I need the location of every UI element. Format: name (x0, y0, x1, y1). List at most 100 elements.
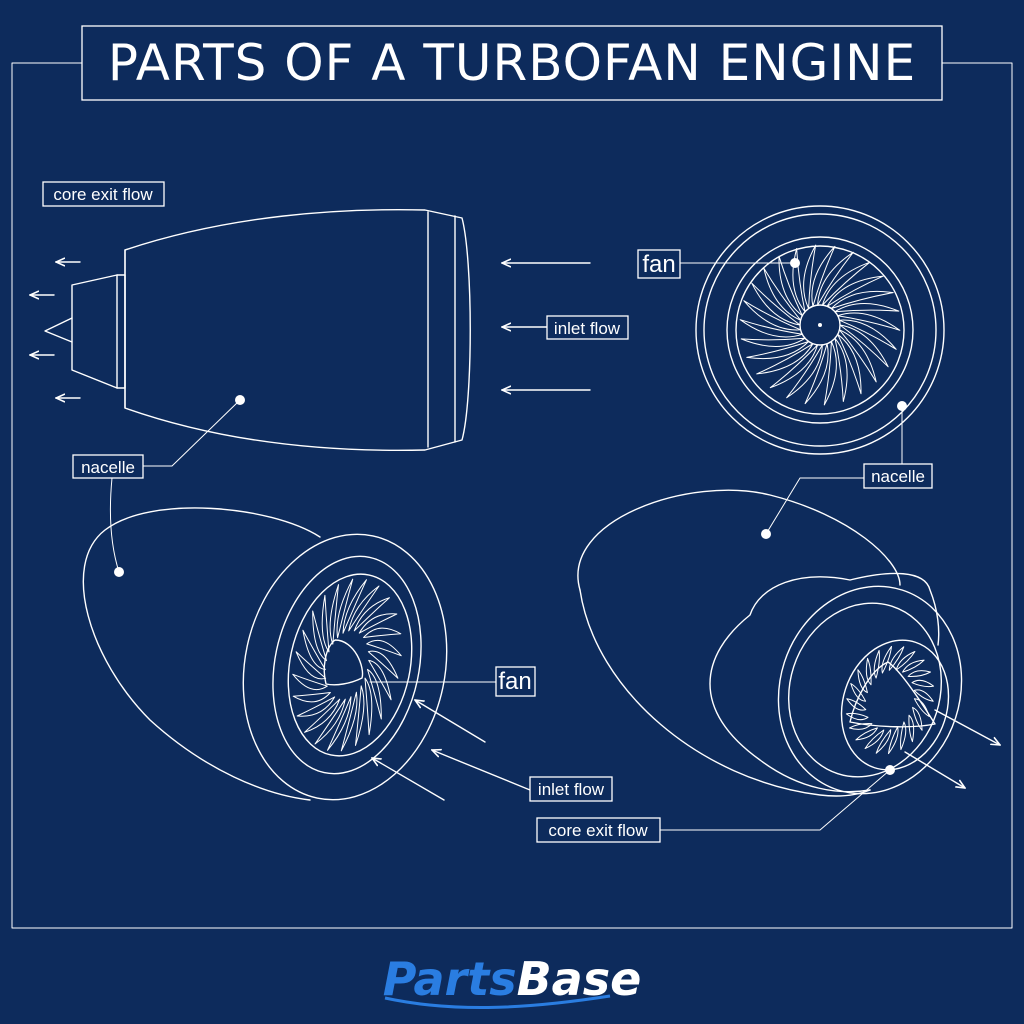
fan-blade (295, 651, 327, 680)
turbine-blade (873, 649, 880, 679)
fan-blade (769, 344, 819, 389)
label-perspective-inlet: inlet flow (529, 776, 613, 802)
turbine-blade (888, 726, 899, 755)
label-front-fan: fan (637, 249, 800, 279)
logo-swoosh-icon (384, 994, 611, 1010)
fan-blade (830, 290, 894, 309)
svg-text:nacelle: nacelle (81, 458, 135, 477)
turbine-blade (864, 729, 885, 749)
svg-text:inlet flow: inlet flow (538, 780, 605, 799)
front-fan-blades (739, 244, 901, 406)
fan-blade (838, 319, 897, 350)
turbine-blade (895, 651, 916, 671)
svg-text:fan: fan (642, 251, 675, 278)
fan-blade (367, 668, 382, 720)
fan-blade (342, 579, 367, 634)
turbine-blade (912, 706, 923, 731)
fan-blade (366, 639, 402, 657)
label-front-nacelle: nacelle (863, 401, 933, 489)
fan-blade (367, 650, 399, 679)
fan-blade (837, 312, 901, 331)
fan-blade (321, 594, 330, 653)
fan-blade (837, 333, 862, 395)
side-exit-arrows (30, 262, 81, 398)
turbine-blade (845, 712, 869, 721)
fan-blade (292, 673, 328, 691)
fan-blade (312, 610, 327, 662)
rear-view-engine (577, 489, 963, 797)
turbine-blade (888, 646, 905, 671)
page-title: PARTS OF A TURBOFAN ENGINE (108, 34, 916, 92)
fan-blade (348, 585, 380, 632)
fan-blade (302, 629, 326, 671)
fan-blade (364, 677, 373, 736)
rear-exit-arrows (904, 709, 1000, 788)
svg-text:inlet flow: inlet flow (554, 319, 621, 338)
fan-blade (368, 659, 392, 701)
fan-blade (778, 255, 803, 317)
blueprint-frame (11, 62, 1013, 929)
fan-blade (826, 275, 884, 307)
side-inlet-arrows (502, 263, 591, 390)
turbine-blade (913, 689, 934, 702)
fan-blade (296, 696, 336, 717)
turbine-blade (911, 679, 935, 688)
svg-text:fan: fan (498, 668, 531, 695)
label-rear-core-exit: core exit flow (536, 765, 895, 843)
turbine-blade (900, 721, 907, 751)
turbine-blade (881, 645, 892, 674)
svg-text:nacelle: nacelle (871, 467, 925, 486)
turbine-blade (855, 727, 878, 741)
fan-blade (751, 282, 801, 326)
fan-blade (314, 698, 346, 745)
turbine-blade (913, 698, 930, 717)
label-side-nacelle: nacelle (72, 395, 245, 479)
turbine-blade (846, 698, 867, 711)
fan-blade (363, 627, 402, 638)
turbine-blade (875, 729, 892, 754)
label-perspective-fan: fan (369, 666, 536, 697)
turbine-blade (850, 683, 867, 702)
fan-blade (834, 337, 848, 402)
fan-blade (336, 578, 354, 639)
fan-blade (804, 343, 829, 405)
fan-blade (327, 696, 352, 751)
fan-blade (329, 584, 339, 645)
turbine-blade (907, 670, 931, 677)
partsbase-logo: PartsBase (383, 952, 642, 1010)
fan-blade (811, 245, 836, 307)
side-view-engine (44, 208, 471, 452)
fan-blade (292, 692, 331, 703)
svg-text:core exit flow: core exit flow (53, 185, 153, 204)
perspective-fan-blades (292, 578, 402, 752)
perspective-front-engine (82, 507, 448, 801)
turbine-blade (908, 714, 915, 743)
fan-blade (838, 329, 877, 383)
front-view-engine (695, 205, 945, 455)
fan-blade (358, 613, 398, 634)
fan-blade (746, 341, 810, 360)
fan-blade (353, 597, 390, 632)
fan-blade (740, 337, 806, 347)
svg-text:core exit flow: core exit flow (548, 821, 648, 840)
fan-blade (792, 248, 806, 313)
turbine-blade (902, 659, 925, 673)
fan-blade (743, 300, 802, 331)
fan-blade (839, 324, 889, 368)
fan-blade (817, 251, 854, 306)
label-side-core-exit: core exit flow (42, 181, 165, 207)
fan-blade (834, 303, 900, 313)
svg-text:PartsBase: PartsBase (383, 952, 642, 1006)
fan-blade (763, 267, 802, 321)
fan-blade (340, 691, 358, 752)
label-side-inlet: inlet flow (546, 315, 629, 340)
fan-blade (823, 341, 837, 406)
fan-blade (756, 343, 814, 375)
logo-base: Base (517, 952, 642, 1006)
logo-parts: Parts (383, 952, 517, 1006)
label-rear-nacelle-line (761, 477, 865, 539)
fan-blade (304, 698, 341, 733)
fan-blade (739, 319, 803, 338)
fan-blade (786, 344, 823, 399)
